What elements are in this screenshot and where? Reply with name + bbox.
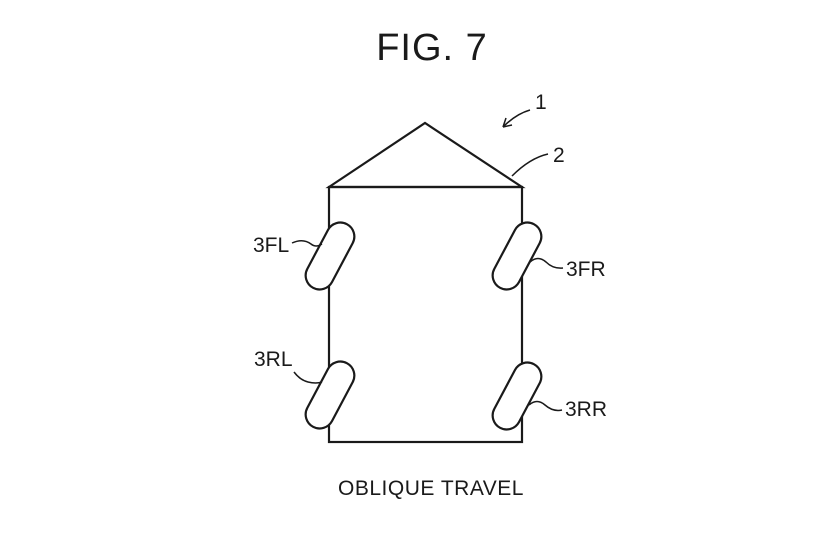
wheel-fl-leader — [291, 240, 323, 247]
figure-caption: OBLIQUE TRAVEL — [338, 477, 524, 500]
wheel-front-left — [304, 221, 356, 291]
wheel-fl-label: 3FL — [253, 234, 289, 257]
wheel-rl-leader — [293, 371, 323, 384]
vehicle-arrow-line — [502, 109, 531, 128]
wheel-front-right — [491, 221, 543, 291]
wheel-rr-leader — [528, 400, 563, 412]
wheel-fr-reference: 3FR — [529, 257, 606, 281]
body-rectangle — [327, 185, 524, 444]
vehicle-arrow-head-icon — [502, 117, 513, 128]
figure-title: FIG. 7 — [376, 27, 488, 69]
body-reference: 2 — [511, 144, 565, 177]
wheel-rl-reference: 3RL — [254, 348, 323, 384]
wheel-rear-left — [304, 360, 356, 430]
wheel-rl-label: 3RL — [254, 348, 293, 371]
vehicle-reference: 1 — [502, 91, 547, 128]
body-ref-label: 2 — [553, 144, 565, 167]
body-leader-line — [511, 153, 549, 177]
body-nose — [325, 121, 526, 189]
wheel-fl-reference: 3FL — [253, 234, 323, 257]
wheel-fr-label: 3FR — [566, 258, 606, 281]
vehicle-ref-label: 1 — [535, 91, 547, 114]
vehicle-body — [325, 121, 526, 444]
wheel-rr-label: 3RR — [565, 398, 607, 421]
wheel-rear-right — [491, 361, 543, 431]
wheel-rr-reference: 3RR — [528, 398, 607, 421]
wheel-fr-leader — [529, 257, 564, 269]
